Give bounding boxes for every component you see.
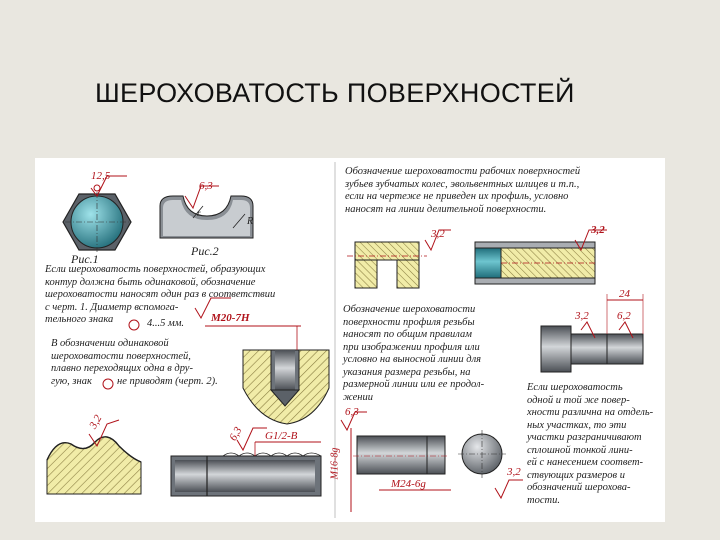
right-text: Если шероховатость одной и той же повер-…	[527, 382, 654, 506]
wave-profile	[46, 419, 142, 495]
shaft-mark: 3,2	[591, 224, 605, 236]
left-text-p1-tail: 4...5 мм.	[147, 318, 185, 329]
fig1-mark: 12,5	[91, 170, 111, 182]
gear-mark: 3,2	[431, 228, 445, 240]
aux-sign-circle	[128, 319, 140, 331]
thread-hole-section	[194, 297, 330, 425]
fig1-caption: Рис.1	[71, 252, 99, 266]
rod-label: G1/2-B	[265, 430, 298, 442]
bolt-mark-left: 3,2	[575, 310, 589, 322]
drawing-sheet: 12,5 Рис.1 6,3 r R Рис.2 Если шероховато…	[35, 158, 665, 522]
fig2-profile	[159, 185, 254, 239]
bottom-rod-side-label: M16-8g	[329, 447, 341, 480]
aux-sign-circle-2	[102, 378, 114, 390]
top-text: Обозначение шероховатости рабочих поверх…	[345, 166, 581, 215]
page-title: ШЕРОХОВАТОСТЬ ПОВЕРХНОСТЕЙ	[95, 78, 575, 108]
technical-drawings	[46, 162, 644, 518]
bolt	[540, 294, 644, 373]
bottom-rod-label: M24-6g	[391, 478, 426, 490]
toothed-shaft	[474, 229, 607, 285]
fig2-r-big: R	[247, 216, 254, 227]
bottom-rod	[340, 411, 523, 512]
thread-hole-label: M20-7H	[211, 312, 250, 324]
fig2-mark: 6,3	[199, 180, 213, 192]
threaded-rod	[170, 427, 322, 497]
gear-section	[347, 229, 451, 289]
bottom-rod-mark: 6,3	[345, 406, 359, 418]
bolt-mark-right: 6,2	[617, 310, 631, 322]
left-text-p2: В обозначении одинаковой шероховатости п…	[51, 338, 193, 387]
fig2-r-small: r	[197, 208, 201, 218]
fig1-hexagon	[62, 175, 132, 252]
left-text-p2-tail: не приводят (черт. 2).	[117, 376, 218, 387]
mid-text: Обозначение шероховатости поверхности пр…	[343, 304, 485, 403]
bottom-rod-mark2: 3,2	[507, 466, 521, 478]
fig2-caption: Рис.2	[191, 244, 219, 258]
left-text-p1: Если шероховатость поверхностей, образую…	[45, 264, 276, 325]
bolt-dim: 24	[619, 288, 630, 300]
